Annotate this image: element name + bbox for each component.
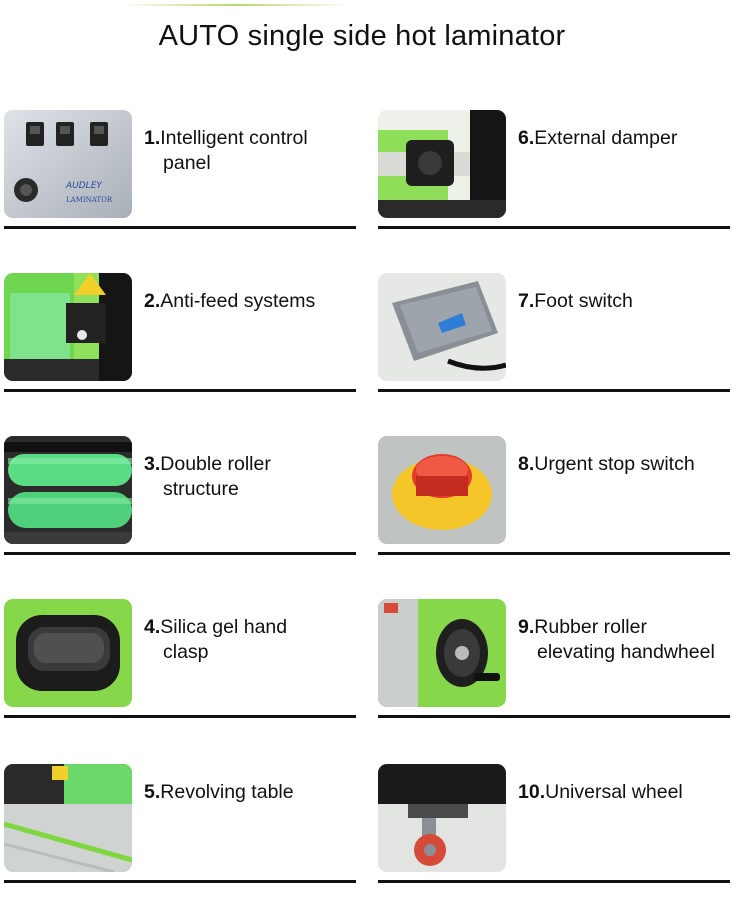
svg-text:AUDLEY: AUDLEY [65,181,103,191]
revolving-table-icon [4,764,132,872]
divider [4,226,356,229]
divider [4,552,356,555]
feature-item-1: AUDLEY LAMINATOR 1.Intelligent control p… [4,110,364,240]
feature-label-9: 9.Rubber roller elevating handwheel [518,616,715,663]
feature-item-6: 6.External damper [378,110,738,240]
external-damper-icon [378,110,506,218]
divider [4,715,356,718]
handwheel-icon [378,599,506,707]
divider [378,226,730,229]
feature-label-10: 10.Universal wheel [518,781,683,803]
divider [378,389,730,392]
divider [4,880,356,883]
feature-item-10: 10.Universal wheel [378,764,738,894]
divider [378,715,730,718]
feature-label-3: 3.Double roller structure [144,453,271,500]
feature-label-5: 5.Revolving table [144,781,294,803]
feature-item-8: 8.Urgent stop switch [378,436,738,566]
feature-item-3: 3.Double roller structure [4,436,364,566]
svg-text:LAMINATOR: LAMINATOR [66,196,113,204]
feature-label-8: 8.Urgent stop switch [518,453,695,475]
emergency-stop-icon [378,436,506,544]
feature-item-9: 9.Rubber roller elevating handwheel [378,599,738,729]
feature-item-2: 2.Anti-feed systems [4,273,364,403]
double-roller-icon [4,436,132,544]
feature-label-2: 2.Anti-feed systems [144,290,316,312]
hand-clasp-icon [4,599,132,707]
control-panel-icon: AUDLEY LAMINATOR [4,110,132,218]
divider [4,389,356,392]
feature-label-1: 1.Intelligent control panel [144,127,308,174]
decorative-top-line [120,4,350,6]
anti-feed-icon [4,273,132,381]
foot-switch-icon [378,273,506,381]
divider [378,552,730,555]
feature-label-4: 4.Silica gel hand clasp [144,616,288,663]
caster-wheel-icon [378,764,506,872]
divider [378,880,730,883]
feature-label-7: 7.Foot switch [518,290,633,312]
feature-item-7: 7.Foot switch [378,273,738,403]
feature-item-5: 5.Revolving table [4,764,364,894]
page-title: AUTO single side hot laminator [158,20,566,52]
feature-item-4: 4.Silica gel hand clasp [4,599,364,729]
feature-label-6: 6.External damper [518,127,678,149]
